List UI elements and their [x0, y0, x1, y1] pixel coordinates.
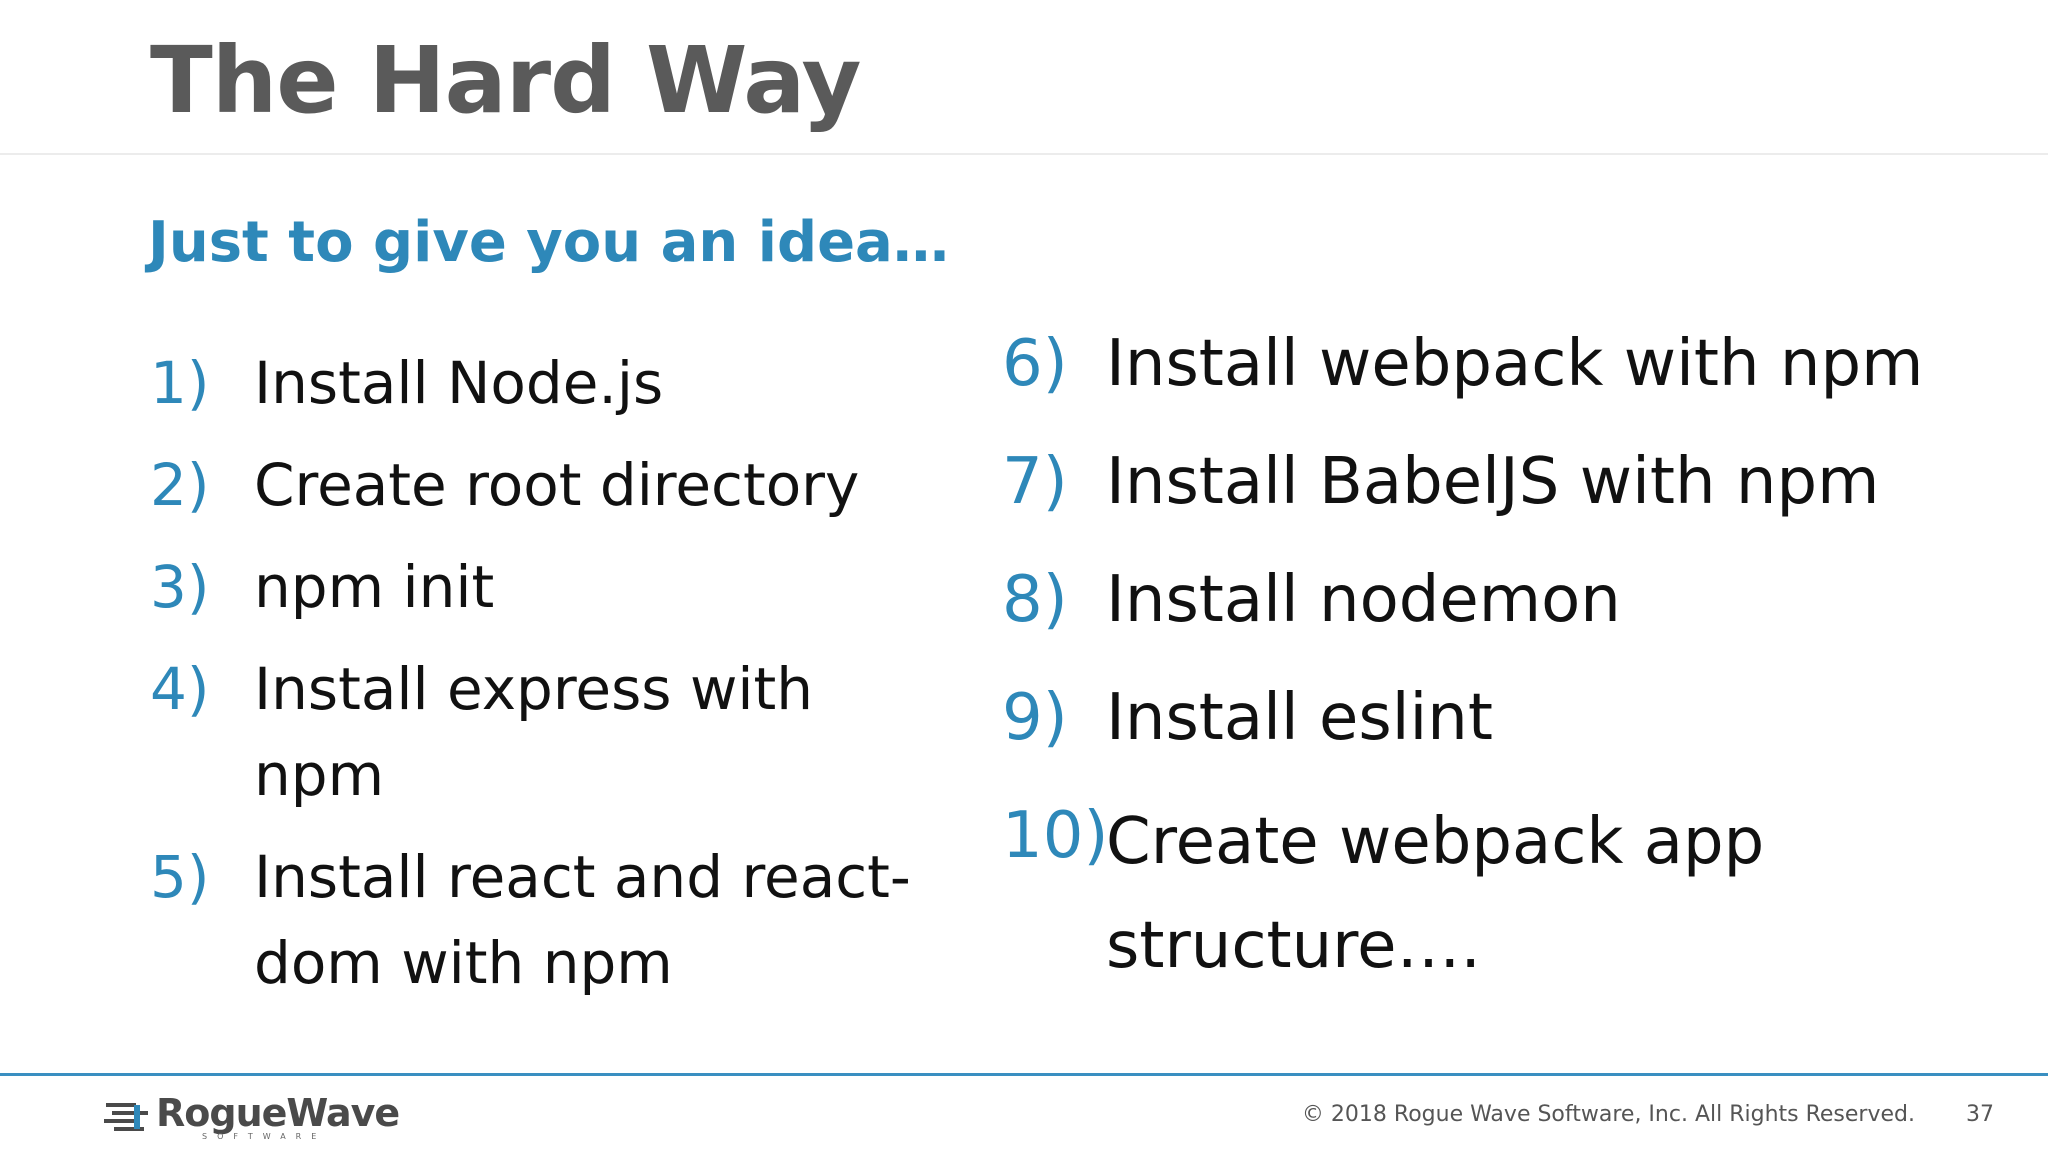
copyright-notice: © 2018 Rogue Wave Software, Inc. All Rig… — [1301, 1102, 1915, 1127]
slide-title: The Hard Way — [150, 27, 861, 134]
step-text: Install react and react-dom with npm — [254, 843, 911, 997]
step-number: 3) — [150, 553, 210, 621]
logo-wordmark: RogueWave SOFTWARE — [156, 1091, 400, 1141]
list-item: 6) Install webpack with npm — [1002, 318, 2022, 410]
steps-list-right: 6) Install webpack with npm 7) Install B… — [1002, 318, 2022, 1024]
step-text: Install eslint — [1106, 681, 1493, 755]
step-text: npm init — [254, 553, 495, 621]
list-item: 3) npm init — [150, 544, 930, 630]
roguewave-mark-icon — [104, 1103, 148, 1131]
logo-subtext: SOFTWARE — [202, 1132, 327, 1141]
title-divider — [0, 153, 2048, 155]
step-number: 1) — [150, 349, 210, 417]
logo-text: RogueWave — [156, 1091, 400, 1135]
list-item: 2) Create root directory — [150, 442, 930, 528]
step-number: 2) — [150, 451, 210, 519]
list-item: 1) Install Node.js — [150, 340, 930, 426]
slide-subtitle: Just to give you an idea… — [148, 210, 949, 275]
list-item: 8) Install nodemon — [1002, 554, 2022, 646]
step-number: 8) — [1002, 563, 1068, 637]
list-item: 5) Install react and react-dom with npm — [150, 834, 930, 1006]
step-text: Install express with npm — [254, 655, 814, 809]
list-item: 10) Create webpack app structure…. — [1002, 790, 2022, 998]
step-text: Install BabelJS with npm — [1106, 445, 1880, 519]
page-number: 37 — [1966, 1102, 1994, 1127]
steps-list-left: 1) Install Node.js 2) Create root direct… — [150, 340, 930, 1022]
step-number: 4) — [150, 655, 210, 723]
step-text: Install nodemon — [1106, 563, 1621, 637]
step-text: Install Node.js — [254, 349, 664, 417]
step-number: 6) — [1002, 327, 1068, 401]
footer-divider — [0, 1073, 2048, 1076]
step-number: 5) — [150, 843, 210, 911]
step-text: Create root directory — [254, 451, 860, 519]
step-text: Install webpack with npm — [1106, 327, 1924, 401]
list-item: 9) Install eslint — [1002, 672, 2022, 764]
step-number: 9) — [1002, 681, 1068, 755]
list-item: 4) Install express with npm — [150, 646, 930, 818]
step-number: 7) — [1002, 445, 1068, 519]
list-item: 7) Install BabelJS with npm — [1002, 436, 2022, 528]
step-number: 10) — [1002, 799, 1109, 873]
roguewave-logo: RogueWave SOFTWARE — [104, 1091, 400, 1142]
step-text: Create webpack app structure…. — [1106, 805, 1765, 983]
